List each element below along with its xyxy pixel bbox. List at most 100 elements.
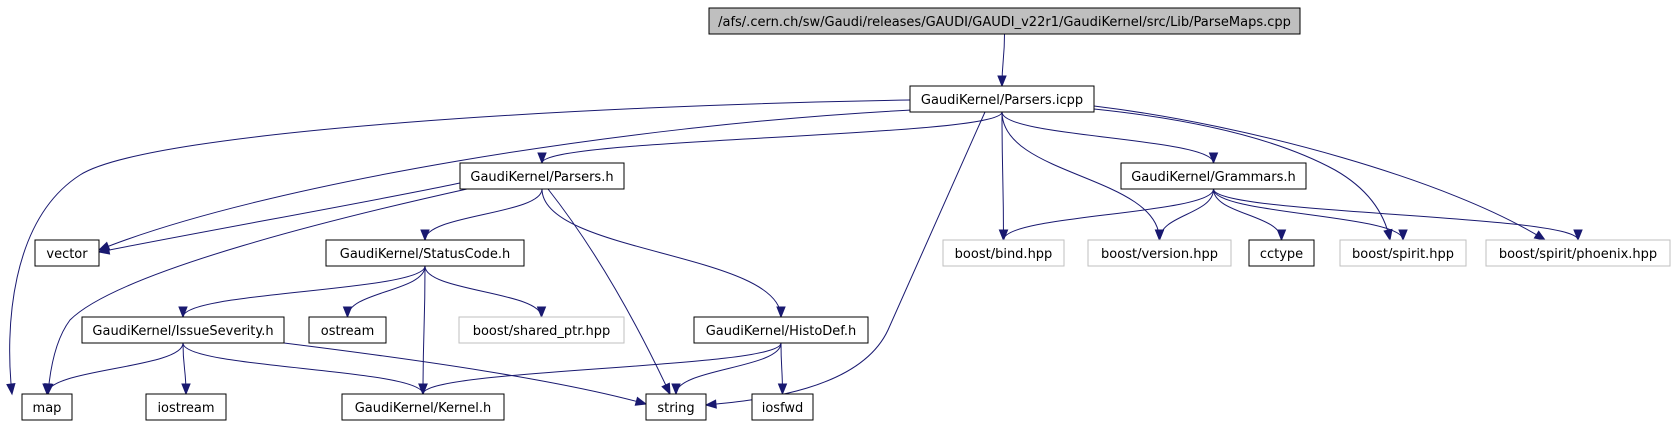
node-box [1087, 239, 1232, 267]
edge-statuscode_h-to-issueseverity_h [178, 265, 426, 319]
edge-parsers_icpp-to-parsers_h [537, 111, 1003, 165]
edge-issueseverity_h-to-string [283, 342, 648, 406]
node-cctype[interactable]: cctype [1248, 239, 1315, 267]
edge-grammars_h-to-boost_version [1154, 188, 1214, 242]
node-label: ostream [321, 324, 375, 339]
node-boost_version[interactable]: boost/version.hpp [1087, 239, 1232, 267]
edge-line [347, 265, 426, 318]
node-statuscode_h[interactable]: GaudiKernel/StatusCode.h [325, 239, 525, 267]
node-ostream[interactable]: ostream [308, 316, 387, 344]
node-box [21, 393, 73, 421]
node-label: boost/bind.hpp [955, 247, 1053, 262]
arrowhead [777, 383, 788, 396]
node-iosfwd[interactable]: iosfwd [751, 393, 814, 421]
edge-parsers_icpp-to-grammars_h [1001, 111, 1219, 165]
edge-statuscode_h-to-boost_shared_ptr [424, 265, 547, 319]
edge-grammars_h-to-boost_phoenix [1213, 188, 1583, 242]
edge-line [1001, 111, 1160, 241]
node-label: boost/spirit/phoenix.hpp [1499, 247, 1657, 262]
node-box [1485, 239, 1671, 267]
node-parsers_h[interactable]: GaudiKernel/Parsers.h [459, 162, 625, 190]
edge-line [1093, 108, 1391, 241]
node-boost_spirit[interactable]: boost/spirit.hpp [1339, 239, 1467, 267]
node-box [34, 239, 100, 267]
arrowhead [704, 399, 717, 409]
edge-statuscode_h-to-kernel_h [418, 265, 428, 396]
edge-grammars_h-to-cctype [1213, 188, 1287, 242]
node-box [458, 316, 625, 344]
edge-histodef_h-to-string [671, 342, 782, 396]
node-label: GaudiKernel/Parsers.icpp [921, 93, 1083, 108]
node-label: GaudiKernel/HistoDef.h [706, 324, 857, 339]
node-box [145, 393, 227, 421]
arrowhead [671, 383, 681, 396]
node-kernel_h[interactable]: GaudiKernel/Kernel.h [341, 393, 505, 421]
arrowhead [1208, 152, 1219, 165]
edge-parsers_h-to-string [547, 188, 671, 396]
node-label: boost/version.hpp [1101, 247, 1218, 262]
arrowhead [661, 382, 671, 396]
node-box [909, 85, 1095, 113]
edge-line [422, 342, 782, 395]
node-label: GaudiKernel/Parsers.h [470, 170, 613, 185]
arrowhead [6, 383, 16, 396]
node-label: boost/shared_ptr.hpp [473, 324, 611, 339]
node-box [308, 316, 387, 344]
edge-issueseverity_h-to-iostream [181, 342, 191, 396]
node-grammars_h[interactable]: GaudiKernel/Grammars.h [1120, 162, 1307, 190]
edge-line [283, 342, 647, 405]
edge-issueseverity_h-to-kernel_h [182, 342, 428, 396]
edge-line [1001, 111, 1214, 164]
arrowhead [634, 396, 648, 406]
edge-line [424, 265, 542, 318]
node-issueseverity_h[interactable]: GaudiKernel/IssueSeverity.h [81, 316, 285, 344]
node-boost_bind[interactable]: boost/bind.hpp [942, 239, 1065, 267]
edge-line [1093, 105, 1546, 241]
edge-grammars_h-to-boost_bind [998, 188, 1214, 242]
node-vector[interactable]: vector [34, 239, 100, 267]
edge-histodef_h-to-iosfwd [777, 342, 788, 396]
edge-parsers_icpp-to-boost_bind [998, 111, 1009, 242]
arrowhead [1383, 228, 1393, 242]
node-label: iostream [157, 401, 214, 416]
node-label: string [657, 401, 694, 416]
node-label: boost/spirit.hpp [1352, 247, 1454, 262]
edge-parsers_icpp-to-boost_phoenix [1093, 105, 1547, 241]
edge-statuscode_h-to-ostream [342, 265, 426, 319]
node-label: GaudiKernel/IssueSeverity.h [92, 324, 273, 339]
node-label: vector [46, 247, 88, 262]
node-layer: /afs/.cern.ch/sw/Gaudi/releases/GAUDI/GA… [21, 7, 1671, 421]
arrowhead [1533, 230, 1547, 241]
arrowhead [418, 383, 428, 396]
arrowhead [42, 383, 52, 396]
edge-parsers_h-to-histodef_h [541, 188, 786, 319]
node-box [1248, 239, 1315, 267]
node-boost_shared_ptr[interactable]: boost/shared_ptr.hpp [458, 316, 625, 344]
edge-line [46, 342, 184, 395]
node-boost_phoenix[interactable]: boost/spirit/phoenix.hpp [1485, 239, 1671, 267]
edge-line [541, 111, 1003, 164]
edge-line [424, 188, 543, 241]
node-label: cctype [1260, 247, 1303, 262]
node-string[interactable]: string [645, 393, 707, 421]
edge-parsers_h-to-statuscode_h [420, 188, 543, 242]
node-box [325, 239, 525, 267]
arrowhead [97, 245, 111, 255]
edge-line [1003, 188, 1214, 241]
arrowhead [1398, 229, 1408, 242]
edge-parsemaps-to-parsers_icpp [997, 33, 1007, 88]
node-map[interactable]: map [21, 393, 73, 421]
node-box [1120, 162, 1307, 190]
node-box [81, 316, 285, 344]
node-parsers_icpp[interactable]: GaudiKernel/Parsers.icpp [909, 85, 1095, 113]
node-label: GaudiKernel/Kernel.h [355, 401, 492, 416]
edge-parsers_h-to-vector [97, 182, 461, 255]
node-iostream[interactable]: iostream [145, 393, 227, 421]
edge-line [1213, 188, 1404, 241]
arrowhead [997, 75, 1007, 88]
edge-line [1001, 111, 1004, 241]
node-box [341, 393, 505, 421]
node-histodef_h[interactable]: GaudiKernel/HistoDef.h [693, 316, 869, 344]
edge-line [547, 188, 671, 395]
